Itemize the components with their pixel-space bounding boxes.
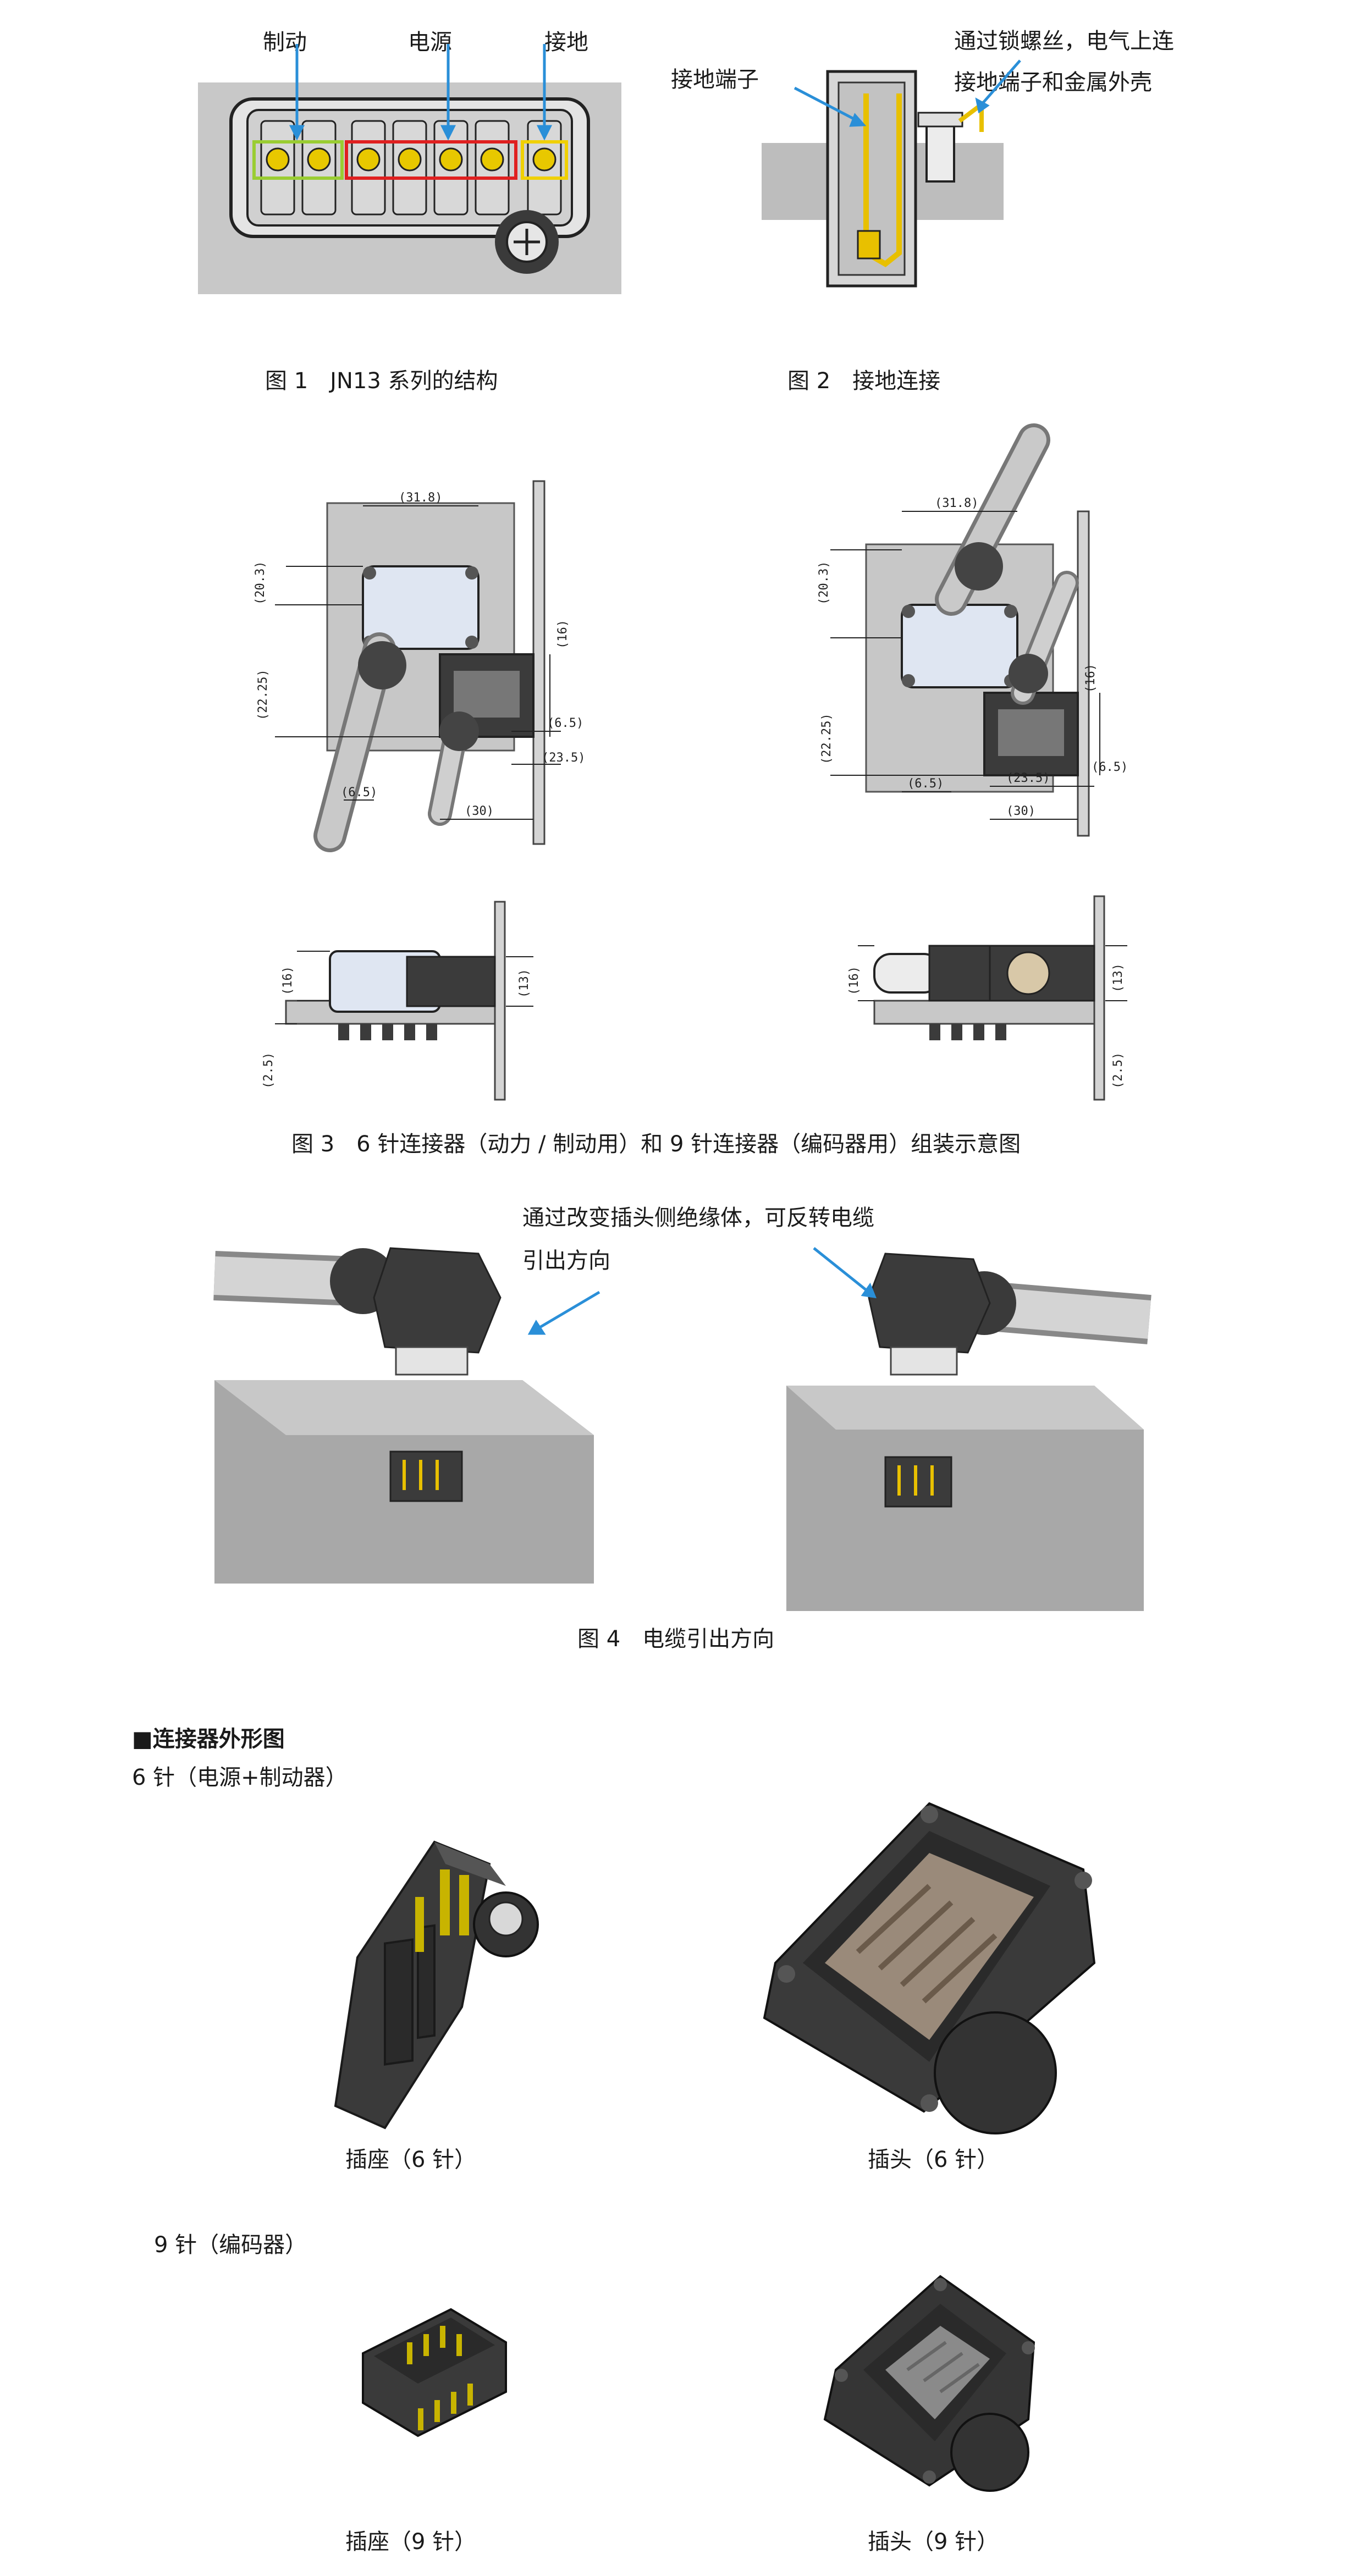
cable-right-exit-drawing <box>786 1247 1151 1611</box>
callout-ground-terminal: 接地端子 <box>671 67 759 92</box>
callout-power: 电源 <box>408 30 452 55</box>
six-pin-section-label: 6 针（电源+制动器） <box>132 1765 348 1790</box>
nine-pin-section-label: 9 针（编码器） <box>154 2232 307 2258</box>
side-dim-13-right: (13) <box>1111 963 1125 992</box>
callout-ground: 接地 <box>544 30 588 55</box>
side-dim-2-5: (2.5) <box>262 1052 275 1089</box>
plug-9-pin-image <box>823 2275 1035 2492</box>
figure-1-caption: 图 1 JN13 系列的结构 <box>265 368 498 394</box>
side-dim-2-5-right: (2.5) <box>1111 1052 1125 1089</box>
dim-6-5-right-a: (6.5) <box>1092 760 1128 774</box>
dim-20-3: (20.3) <box>254 561 267 605</box>
receptacle-6-pin-caption: 插座（6 针） <box>345 2147 477 2172</box>
callout-screw-note-2: 接地端子和金属外壳 <box>954 70 1152 95</box>
dim-16-right: (16) <box>1084 664 1098 693</box>
dim-31-8: (31.8) <box>399 491 442 505</box>
dim-6-5-b: (6.5) <box>341 786 377 799</box>
receptacle-9-pin-caption: 插座（9 针） <box>345 2529 477 2555</box>
six-pin-assembly-side-view: (16) (13) (2.5) <box>262 901 533 1101</box>
side-dim-13: (13) <box>517 969 531 998</box>
side-dim-16: (16) <box>281 966 295 995</box>
receptacle-6-pin-image <box>334 1840 539 2130</box>
dim-6-5-a: (6.5) <box>547 716 583 730</box>
outline-heading: ■连接器外形图 <box>132 1726 285 1752</box>
dim-30-right: (30) <box>1006 804 1035 818</box>
plug-9-pin-caption: 插头（9 针） <box>868 2529 999 2555</box>
dim-23-5: (23.5) <box>542 751 585 765</box>
ground-connection-drawing <box>762 59 1021 288</box>
figure-3-caption: 图 3 6 针连接器（动力 / 制动用）和 9 针连接器（编码器用）组装示意图 <box>291 1132 1021 1157</box>
plug-6-pin-caption: 插头（6 针） <box>868 2147 999 2172</box>
dim-23-5-right: (23.5) <box>1006 771 1050 785</box>
callout-brake: 制动 <box>263 30 307 55</box>
dim-31-8-right: (31.8) <box>935 497 978 510</box>
plug-6-pin-image <box>763 1802 1096 2134</box>
dim-6-5-right-b: (6.5) <box>907 777 944 791</box>
callout-screw-note-1: 通过锁螺丝，电气上连 <box>954 29 1174 54</box>
dim-22-25: (22.25) <box>256 669 270 720</box>
connector-structure-drawing <box>198 44 621 294</box>
dim-20-3-right: (20.3) <box>817 561 831 605</box>
figure-2-caption: 图 2 接地连接 <box>787 368 941 394</box>
nine-pin-assembly-top-view: (31.8) (20.3) (22.25) (16) (6.5) (23.5) … <box>817 423 1128 837</box>
dim-16: (16) <box>556 620 570 649</box>
cable-left-exit-drawing <box>213 1247 600 1584</box>
dim-30: (30) <box>465 804 494 818</box>
dim-22-25-right: (22.25) <box>820 713 834 764</box>
figure-4-caption: 图 4 电缆引出方向 <box>577 1626 775 1652</box>
cable-direction-note-2: 引出方向 <box>522 1248 610 1273</box>
receptacle-9-pin-image <box>362 2308 507 2437</box>
six-pin-assembly-top-view: (31.8) (20.3) (22.25) (16) (6.5) (23.5) … <box>254 480 585 852</box>
nine-pin-assembly-side-view: (16) (13) (2.5) <box>847 895 1127 1101</box>
cable-direction-note-1: 通过改变插头侧绝缘体，可反转电缆 <box>522 1205 874 1231</box>
side-dim-16-right: (16) <box>847 966 861 995</box>
